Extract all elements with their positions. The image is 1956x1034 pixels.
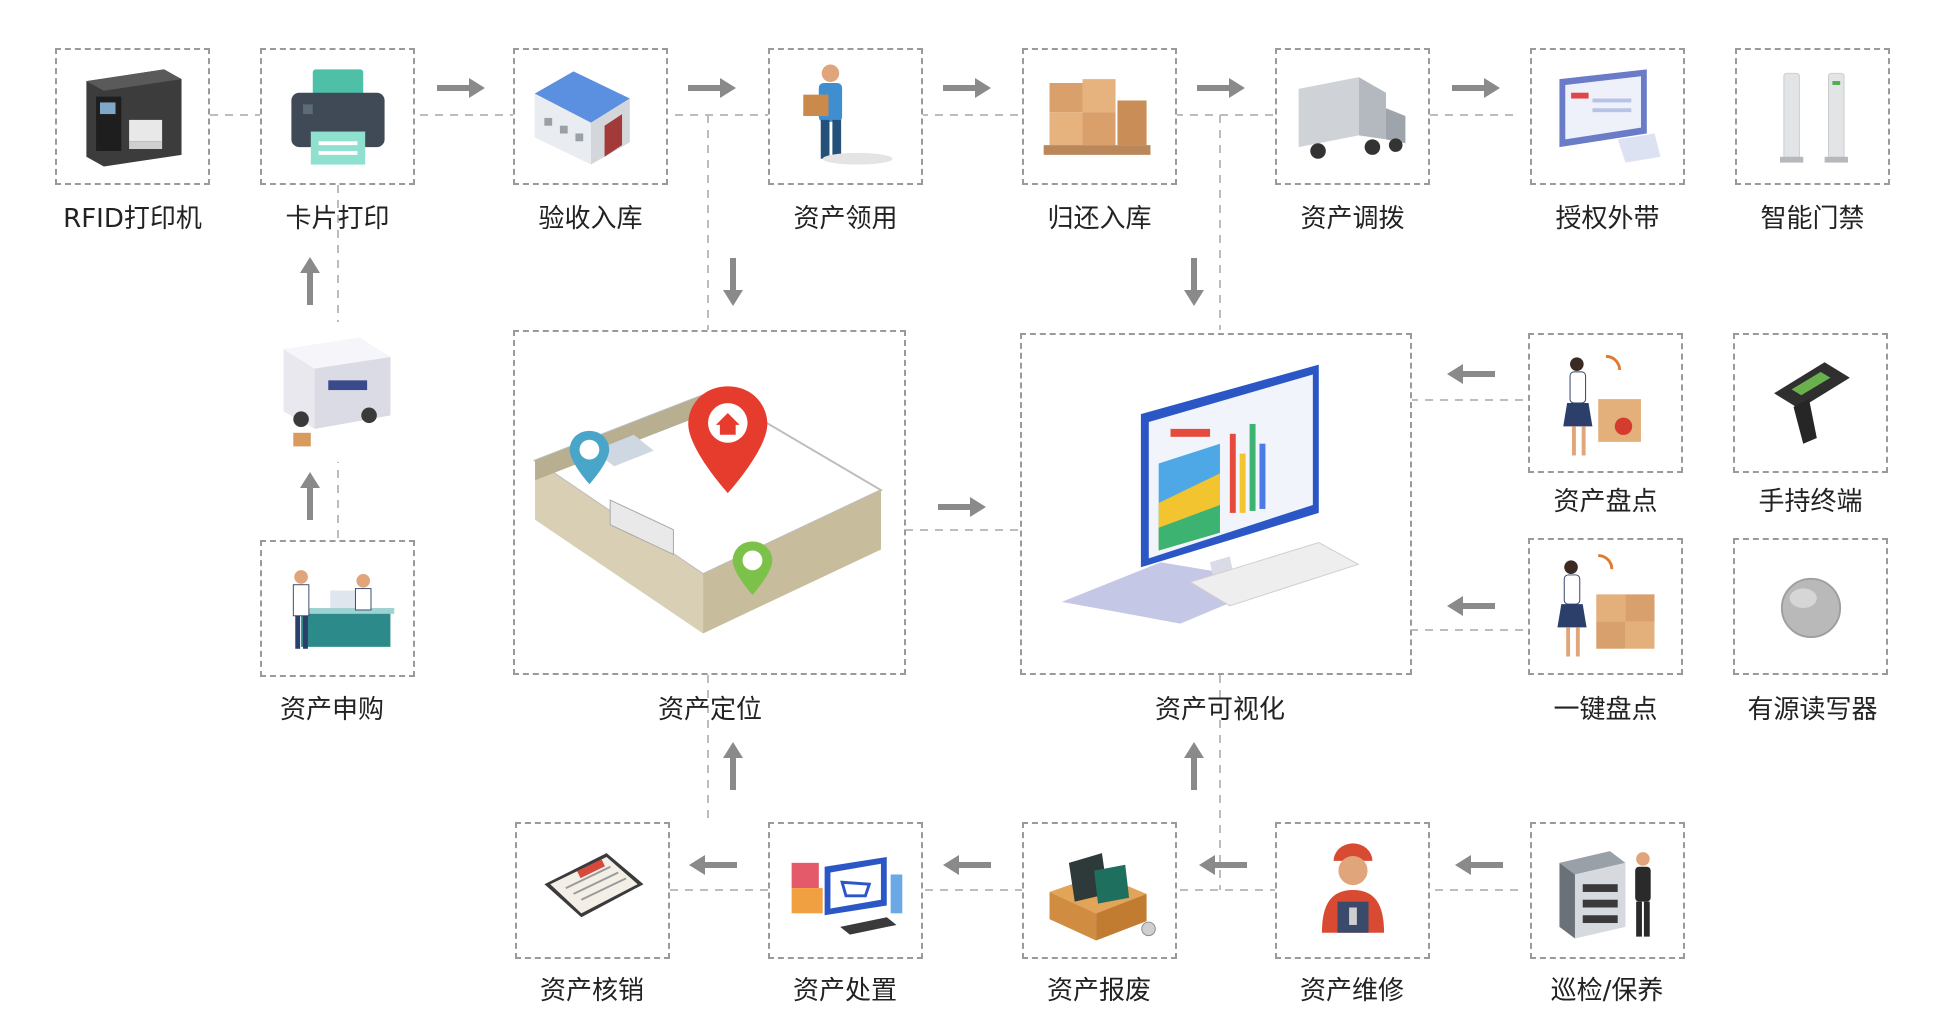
oneclick-check-node	[1528, 538, 1683, 675]
asset-transfer-node	[1275, 48, 1430, 185]
asset-dispose-label: 资产处置	[792, 976, 897, 1006]
delivery-truck-icon	[283, 337, 391, 447]
scanning-boxes-icon	[1563, 354, 1641, 456]
handheld-node	[1733, 333, 1888, 473]
asset-purchase-node	[260, 540, 415, 677]
arrow-right	[938, 497, 986, 517]
arrow-up	[723, 742, 743, 790]
return-stock-node	[1022, 48, 1177, 185]
arrow-down	[723, 258, 743, 306]
card-print-node	[260, 48, 415, 185]
asset-use-label: 资产领用	[793, 204, 898, 234]
authorized-out-label: 授权外带	[1555, 204, 1660, 234]
arrow-left	[1199, 855, 1247, 875]
arrow-right	[1452, 78, 1500, 98]
active-reader-node	[1733, 538, 1888, 675]
asset-visual-node	[1020, 333, 1412, 675]
patrol-node	[1530, 822, 1685, 959]
asset-purchase-label: 资产申购	[279, 695, 384, 725]
truck-icon	[1298, 77, 1406, 159]
handheld-label: 手持终端	[1758, 487, 1863, 517]
worker-carrying-box-icon	[803, 64, 893, 165]
arrow-right	[688, 78, 736, 98]
asset-check-node	[1528, 333, 1683, 473]
warehouse-icon	[534, 71, 630, 165]
shopping-computer-icon	[791, 857, 903, 935]
clipboard-document-icon	[544, 853, 644, 918]
card-print-label: 卡片打印	[285, 204, 390, 234]
delivery-truck-node	[260, 322, 415, 462]
box-pallet-icon	[1043, 79, 1151, 155]
smart-gate-node	[1735, 48, 1890, 185]
receive-stock-label: 验收入库	[538, 204, 643, 234]
asset-use-node	[768, 48, 923, 185]
arrow-up	[1184, 742, 1204, 790]
asset-writeoff-label: 资产核销	[539, 976, 644, 1006]
authorized-out-node	[1530, 48, 1685, 185]
repairman-icon	[1321, 843, 1385, 933]
oneclick-check-label: 一键盘点	[1553, 695, 1658, 725]
flow-arrows	[300, 78, 1503, 875]
location-pin-red	[688, 386, 768, 494]
purchase-desk-icon	[292, 570, 395, 649]
location-pin-green	[732, 541, 773, 595]
arrow-left	[943, 855, 991, 875]
arrow-right	[1197, 78, 1245, 98]
server-rack-engineer-icon	[1559, 851, 1651, 939]
rfid-printer-node	[55, 48, 210, 185]
return-stock-label: 归还入库	[1047, 204, 1152, 234]
arrow-left	[689, 855, 737, 875]
arrow-down	[1184, 258, 1204, 306]
arrow-up	[300, 257, 320, 305]
dashboard-monitor-icon	[1061, 364, 1360, 624]
asset-repair-node	[1275, 822, 1430, 959]
rfid-gate-icon	[1779, 72, 1848, 163]
arrow-left	[1447, 596, 1495, 616]
asset-locate-label: 资产定位	[657, 695, 762, 725]
arrow-right	[437, 78, 485, 98]
asset-dispose-node	[768, 822, 923, 959]
oneclick-scan-icon	[1557, 554, 1655, 657]
floorplan-location-pins-icon	[532, 386, 884, 634]
computer-screen-icon	[1559, 69, 1661, 163]
asset-visual-label: 资产可视化	[1154, 695, 1285, 725]
rfid-printer-label: RFID打印机	[63, 204, 202, 234]
active-reader-label: 有源读写器	[1747, 695, 1878, 725]
active-reader-disc-icon	[1780, 577, 1842, 639]
arrow-up	[300, 472, 320, 520]
asset-transfer-label: 资产调拨	[1300, 204, 1405, 234]
label-printer-icon	[86, 69, 182, 167]
arrow-left	[1455, 855, 1503, 875]
asset-scrap-label: 资产报废	[1046, 976, 1151, 1006]
arrow-left	[1447, 364, 1495, 384]
asset-check-label: 资产盘点	[1553, 487, 1658, 517]
asset-writeoff-node	[515, 822, 670, 959]
smart-gate-label: 智能门禁	[1760, 204, 1865, 234]
printer-icon	[291, 69, 385, 165]
asset-locate-node	[513, 330, 906, 675]
asset-scrap-node	[1022, 822, 1177, 959]
location-pin-blue	[569, 430, 610, 485]
asset-repair-label: 资产维修	[1299, 976, 1404, 1006]
receive-stock-node	[513, 48, 668, 185]
handheld-scanner-icon	[1774, 362, 1850, 444]
arrow-right	[943, 78, 991, 98]
patrol-label: 巡检/保养	[1550, 976, 1664, 1006]
scrap-box-icon	[1049, 853, 1156, 941]
